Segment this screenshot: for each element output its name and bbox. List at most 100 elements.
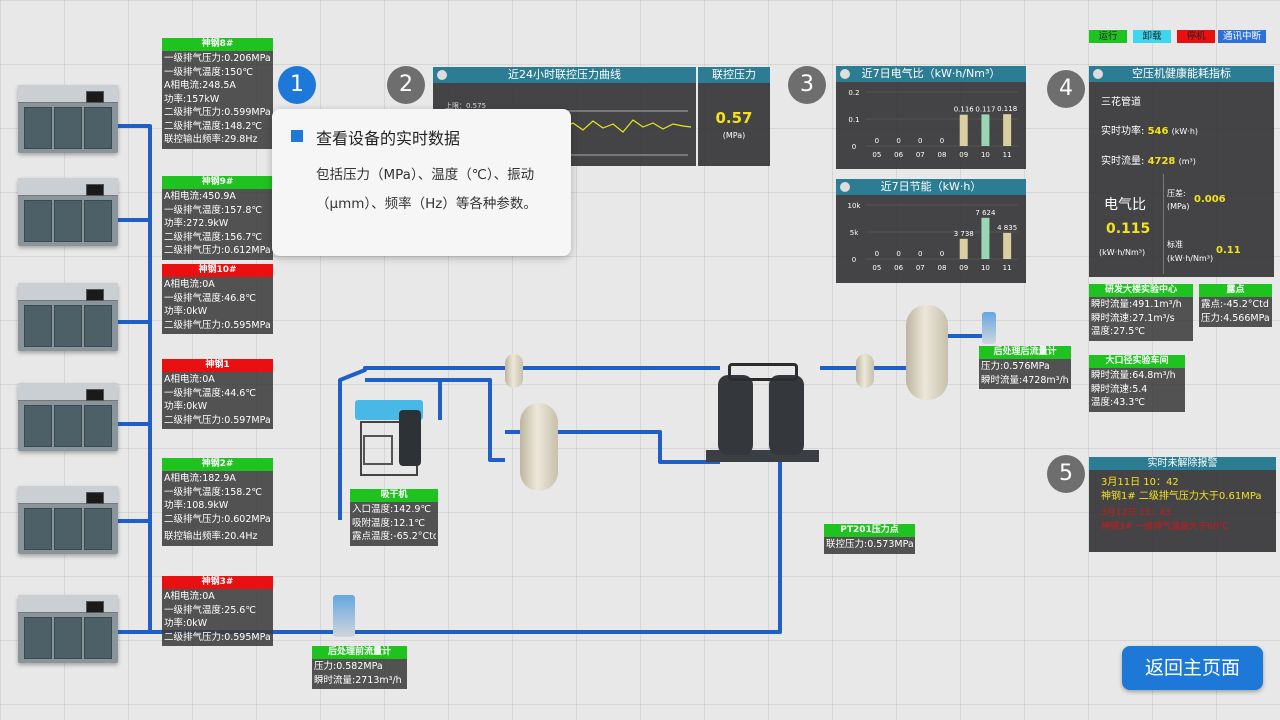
std-unit: (kW·h/Nm³) bbox=[1167, 254, 1214, 263]
x-tick-label: 09 bbox=[959, 264, 968, 272]
alarm-item[interactable]: 3月11日 10：42 神钢1# 二级排气压力大于0.61MPa bbox=[1089, 470, 1276, 504]
data-line: 二级排气压力:0.599MPa bbox=[164, 107, 271, 118]
x-tick-label: 07 bbox=[916, 264, 925, 272]
marker-5[interactable]: 5 bbox=[1047, 455, 1085, 493]
compressor-title: 神钢1 bbox=[162, 359, 273, 372]
chart-icon bbox=[840, 69, 850, 79]
compressor-unit-1[interactable] bbox=[18, 383, 118, 451]
power-label: 实时功率: bbox=[1101, 126, 1145, 137]
compressor-info-2[interactable]: 神钢2# A相电流:182.9A 一级排气温度:158.2℃ 功率:108.9k… bbox=[162, 458, 273, 546]
y-tick-label: 5k bbox=[850, 229, 859, 237]
marker-1[interactable]: 1 bbox=[278, 66, 316, 104]
pt201-title: PT201压力点 bbox=[824, 524, 915, 537]
data-line: 一级排气温度:46.8℃ bbox=[164, 292, 257, 304]
compressor-title: 神钢8# bbox=[162, 38, 273, 51]
alarm-time: 3月11日 10：42 bbox=[1101, 477, 1179, 488]
linked-pressure-panel: 联控压力 0.57 (MPa) bbox=[698, 67, 770, 166]
air-tank-2[interactable] bbox=[906, 305, 948, 400]
energy-save-title: 近7日节能（kW·h） bbox=[880, 180, 982, 193]
dakou-box[interactable]: 大口径实验车间 瞬时流量:64.8m³/h 瞬时流速:5.4 温度:43.3℃ bbox=[1089, 355, 1185, 412]
data-label: 0.116 bbox=[954, 106, 975, 114]
compressor-unit-8[interactable] bbox=[18, 85, 118, 153]
flowmeter-after-icon[interactable] bbox=[982, 312, 996, 344]
y-tick-label: 0.2 bbox=[848, 89, 859, 97]
tooltip-bullet-icon bbox=[291, 130, 303, 142]
pt201-box[interactable]: PT201压力点 联控压力:0.573MPa bbox=[824, 524, 915, 554]
compressor-info-10[interactable]: 神钢10# A相电流:0A 一级排气温度:46.8℃ 功率:0kW 二级排气压力… bbox=[162, 264, 273, 334]
data-line: 压力:4.566MPa bbox=[1201, 312, 1270, 324]
data-line: 瞬时流量:64.8m³/h bbox=[1091, 370, 1176, 381]
compressor-info-9[interactable]: 神钢9# A相电流:450.9A 一级排气温度:157.8℃ 功率:272.9k… bbox=[162, 176, 273, 260]
air-tank-1[interactable] bbox=[520, 403, 558, 491]
chart-icon bbox=[840, 182, 850, 192]
data-line: 瞬时流速:5.4 bbox=[1091, 383, 1148, 395]
data-line: 功率:272.9kW bbox=[164, 218, 229, 229]
flowmeter-before-icon[interactable] bbox=[333, 595, 355, 637]
legend-run: 运行 bbox=[1089, 30, 1127, 43]
compressor-unit-3[interactable] bbox=[18, 595, 118, 663]
small-tank-2[interactable] bbox=[856, 354, 874, 388]
marker-2[interactable]: 2 bbox=[387, 66, 425, 104]
before-flowmeter-box[interactable]: 后处理前流量计 压力:0.582MPa 瞬时流量:2713m³/h bbox=[312, 646, 407, 689]
data-line: 吸附温度:12.1℃ bbox=[352, 517, 426, 529]
data-line: 联控输出频率:20.4Hz bbox=[164, 531, 258, 542]
alarm-item[interactable]: 3月12日 15：43 神钢3# 一级排气温度大于60℃ bbox=[1089, 504, 1276, 534]
data-line: A相电流:450.9A bbox=[164, 191, 236, 202]
x-tick-label: 07 bbox=[916, 151, 925, 159]
dryer-unit[interactable] bbox=[355, 395, 423, 490]
legend-stop: 停机 bbox=[1177, 30, 1215, 43]
pressure-curve-title: 近24小时联控压力曲线 bbox=[508, 68, 621, 81]
y-tick-label: 10k bbox=[848, 202, 862, 210]
x-tick-label: 10 bbox=[981, 264, 990, 272]
data-line: 功率:0kW bbox=[164, 401, 208, 412]
rd-center-box[interactable]: 研发大楼实验中心 瞬时流量:491.1m³/h 瞬时流速:27.1m³/s 温度… bbox=[1089, 284, 1193, 341]
flow-unit: (m³) bbox=[1178, 157, 1196, 166]
dew-point-title: 露点 bbox=[1199, 284, 1272, 297]
return-home-button[interactable]: 返回主页面 bbox=[1122, 646, 1263, 690]
data-line: 一级排气温度:150℃ bbox=[164, 66, 254, 78]
after-flowmeter-title: 后处理后流量计 bbox=[979, 346, 1071, 359]
dakou-title: 大口径实验车间 bbox=[1089, 355, 1185, 368]
bar bbox=[959, 238, 968, 259]
compressor-info-1[interactable]: 神钢1 A相电流:0A 一级排气温度:44.6℃ 功率:0kW 二级排气压力:0… bbox=[162, 359, 273, 429]
alarm-panel: 实时未解除报警 3月11日 10：42 神钢1# 二级排气压力大于0.61MPa… bbox=[1089, 457, 1276, 552]
compressor-unit-2[interactable] bbox=[18, 486, 118, 554]
x-tick-label: 08 bbox=[938, 264, 947, 272]
diff-unit: (MPa) bbox=[1167, 202, 1190, 211]
compressor-info-3[interactable]: 神钢3# A相电流:0A 一级排气温度:25.6℃ 功率:0kW 二级排气压力:… bbox=[162, 576, 273, 646]
data-label: 0 bbox=[875, 137, 879, 145]
x-tick-label: 06 bbox=[894, 264, 903, 272]
bar bbox=[1003, 232, 1012, 259]
dryer-info-box[interactable]: 吸干机 入口温度:142.9℃ 吸附温度:12.1℃ 露点温度:-65.2°Ct… bbox=[350, 489, 438, 546]
data-line: 二级排气压力:0.597MPa bbox=[164, 414, 271, 426]
data-label: 0 bbox=[940, 137, 944, 145]
power-unit: (kW·h) bbox=[1171, 127, 1199, 136]
marker-4[interactable]: 4 bbox=[1047, 70, 1085, 108]
dew-point-box[interactable]: 露点 露点:-45.2°Ctd 压力:4.566MPa bbox=[1199, 284, 1272, 327]
chart-icon bbox=[1093, 69, 1103, 79]
compressor-unit-10[interactable] bbox=[18, 283, 118, 351]
data-line: A相电流:0A bbox=[164, 374, 215, 385]
compressor-title: 神钢2# bbox=[162, 458, 273, 471]
x-tick-label: 05 bbox=[872, 151, 881, 159]
linked-pressure-value: 0.57 bbox=[715, 109, 753, 127]
health-subtitle: 三花管道 bbox=[1101, 97, 1141, 108]
after-flowmeter-box[interactable]: 后处理后流量计 压力:0.576MPa 瞬时流量:4728m³/h bbox=[979, 346, 1071, 389]
legend-comm: 通讯中断 bbox=[1218, 30, 1266, 43]
marker-3[interactable]: 3 bbox=[788, 66, 826, 104]
x-tick-label: 09 bbox=[959, 151, 968, 159]
ratio-unit: (kW·h/Nm³) bbox=[1099, 248, 1146, 257]
diff-value: 0.006 bbox=[1194, 194, 1226, 205]
small-tank-1[interactable] bbox=[505, 354, 523, 388]
data-label: 0 bbox=[918, 137, 922, 145]
data-label: 3 738 bbox=[954, 230, 974, 238]
diff-label: 压差: bbox=[1167, 189, 1186, 198]
compressor-unit-9[interactable] bbox=[18, 178, 118, 246]
linked-pressure-title: 联控压力 bbox=[698, 67, 770, 83]
post-treatment-unit[interactable] bbox=[706, 355, 819, 467]
compressor-info-8[interactable]: 神钢8# 一级排气压力:0.206MPa 一级排气温度:150℃ A相电流:24… bbox=[162, 38, 273, 149]
legend-unload: 卸载 bbox=[1133, 30, 1171, 43]
data-line: 瞬时流量:491.1m³/h bbox=[1091, 299, 1182, 310]
